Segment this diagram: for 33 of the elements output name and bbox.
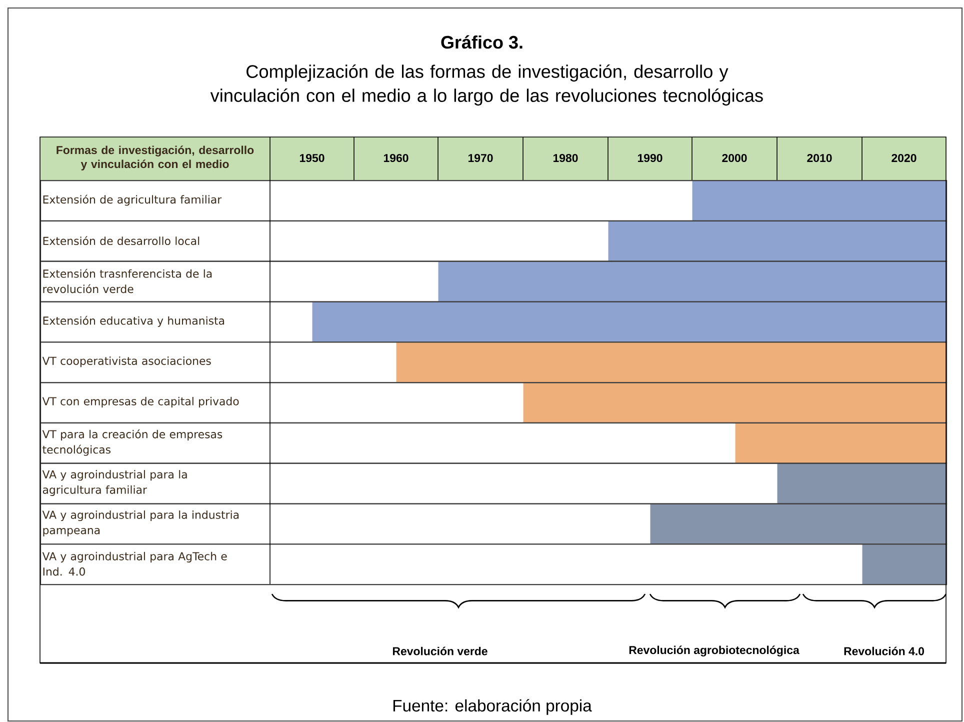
timeline-bar <box>608 220 946 262</box>
table-row: Extensión de agricultura familiar <box>40 180 948 222</box>
header-cell: 2020 <box>892 154 916 162</box>
header-cell: Formas de investigación, desarrollo y vinculación con el medio <box>56 146 254 170</box>
header-cell: 2010 <box>807 154 832 162</box>
header-cell: 1970 <box>468 154 493 162</box>
table-row: Extensión de desarrollo local <box>40 220 948 262</box>
table-row: VA y agroindustrial para AgTech e Ind. 4.0 <box>40 544 948 586</box>
timeline-bar <box>396 342 946 382</box>
header-cell: 1990 <box>638 154 662 162</box>
period-label: Revolución agrobiotecnológica <box>629 646 800 656</box>
table-row: VA y agroindustrial para la agricultura familiar <box>40 462 948 504</box>
table-row: VT con empresas de capital privado <box>40 382 948 424</box>
timeline-bar <box>312 301 946 342</box>
table-row: Extensión trasnferencista de la revolución verde <box>40 260 948 302</box>
table-row: VT para la creación de empresas tecnológicas <box>40 422 948 464</box>
timeline-bar <box>777 463 946 504</box>
timeline-bar <box>862 544 946 584</box>
timeline-bar <box>735 422 946 464</box>
header-cell: 1980 <box>553 154 578 162</box>
timeline-bar <box>692 180 946 221</box>
table-row: VT cooperativista asociaciones <box>40 342 948 384</box>
period-label: Revolución 4.0 <box>844 646 924 656</box>
timeline-bar <box>438 261 946 302</box>
period-label: Revolución verde <box>392 646 488 656</box>
header-cell: 2000 <box>722 154 747 162</box>
chart-subtitle: Complejización de las formas de investigación, desarrollo y vinculación con el medio a lo largo de las revoluciones tecnológicas <box>210 64 763 106</box>
source-note: Fuente: elaboración propia <box>393 699 592 715</box>
header-cell: 1950 <box>300 154 324 162</box>
chart-title: Gráfico 3. <box>441 35 522 49</box>
header-cell: 1960 <box>384 154 408 162</box>
table-row: VA y agroindustrial para la industria pampeana <box>40 503 948 545</box>
table-row: Extensión educativa y humanista <box>40 301 948 343</box>
